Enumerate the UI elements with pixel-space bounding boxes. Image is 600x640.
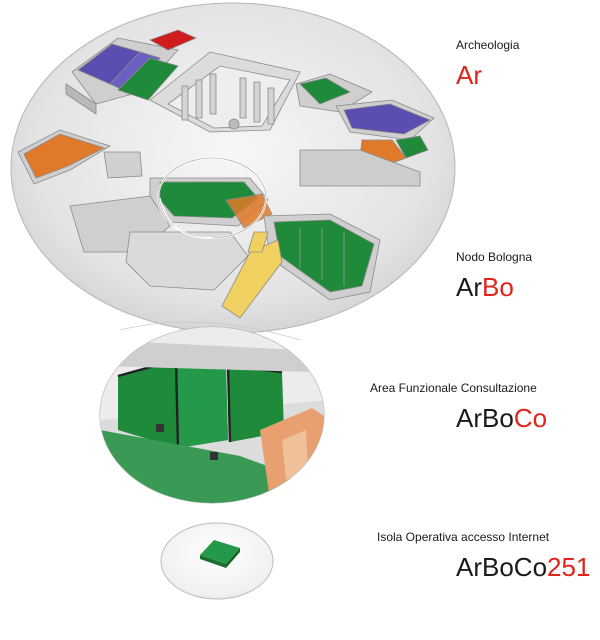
level-nodo-bologna: Nodo Bologna ArBo (456, 250, 532, 303)
level-area-funzionale: Area Funzionale Consultazione ArBoCo (370, 381, 547, 434)
area-ellipse (99, 326, 325, 504)
level-code: ArBoCo251 (456, 552, 591, 582)
level-archeologia: Archeologia Ar (456, 38, 519, 91)
level-caption: Archeologia (456, 38, 520, 52)
level-isola-operativa: Isola Operativa accesso Internet ArBoCo2… (377, 530, 590, 583)
level-code: ArBo (456, 272, 514, 302)
workstation-tile (200, 540, 240, 568)
level-code: Ar (456, 60, 482, 90)
zoom-lens (157, 157, 267, 239)
workstation-ellipse (160, 522, 274, 600)
level-caption: Area Funzionale Consultazione (370, 381, 537, 395)
level-caption: Nodo Bologna (456, 250, 533, 264)
level-caption: Isola Operativa accesso Internet (377, 530, 550, 544)
connector-line (119, 321, 301, 341)
building-floorplan-illustration (17, 29, 435, 319)
level-code: ArBoCo (456, 403, 548, 433)
